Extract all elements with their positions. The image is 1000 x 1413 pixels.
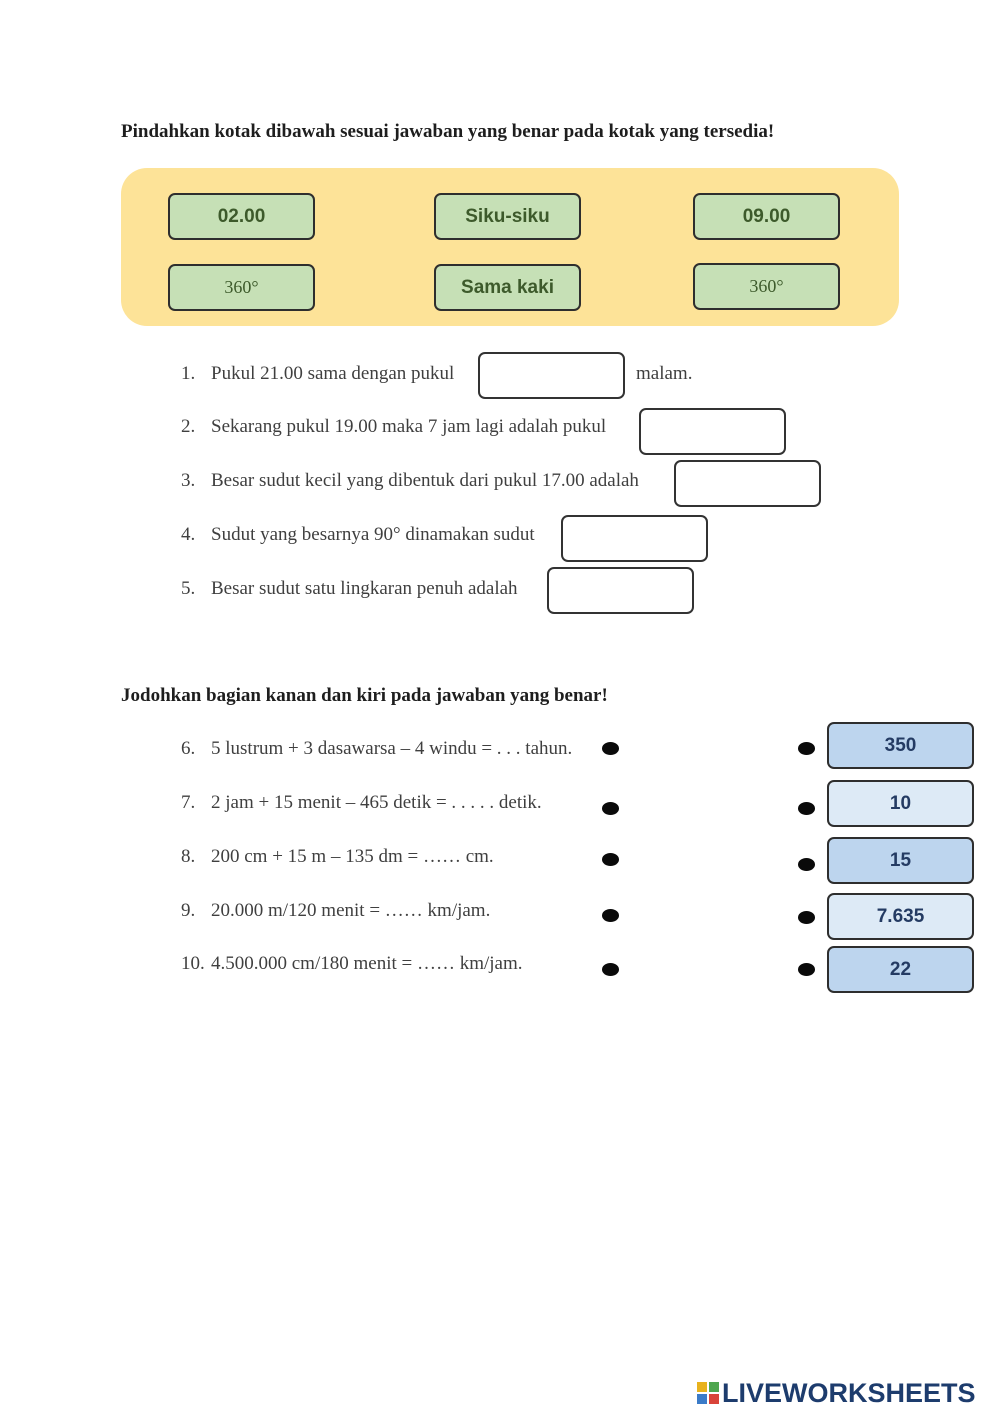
drag-chip-label: 02.00 bbox=[217, 205, 266, 227]
match-answer-label: 350 bbox=[884, 734, 917, 756]
question-text: Besar sudut kecil yang dibentuk dari puk… bbox=[211, 470, 639, 491]
right-match-dot[interactable] bbox=[798, 858, 815, 871]
drag-chip-label: Siku-siku bbox=[465, 205, 550, 227]
question-number: 10. bbox=[181, 953, 205, 974]
liveworksheets-logo-icon bbox=[697, 1382, 719, 1404]
right-match-dot[interactable] bbox=[798, 911, 815, 924]
drag-chip-label: 360° bbox=[224, 277, 259, 297]
question-number: 1. bbox=[181, 363, 196, 384]
question-4: 4. Sudut yang besarnya 90° dinamakan sudu… bbox=[181, 524, 535, 546]
match-question-8: 8. 200 cm + 15 m – 135 dm = …… cm. bbox=[181, 846, 494, 868]
match-question-10: 10. 4.500.000 cm/180 menit = …… km/jam. bbox=[181, 953, 523, 975]
question-text: 20.000 m/120 menit = …… km/jam. bbox=[211, 900, 491, 921]
question-number: 2. bbox=[181, 416, 196, 437]
question-text: 4.500.000 cm/180 menit = …… km/jam. bbox=[211, 953, 523, 974]
question-number: 3. bbox=[181, 470, 196, 491]
question-1: 1. Pukul 21.00 sama dengan pukul bbox=[181, 363, 454, 385]
instruction-drag: Pindahkan kotak dibawah sesuai jawaban y… bbox=[121, 121, 775, 142]
question-text: Sudut yang besarnya 90° dinamakan sudut bbox=[211, 524, 535, 545]
question-number: 9. bbox=[181, 900, 196, 921]
question-5: 5. Besar sudut satu lingkaran penuh adala… bbox=[181, 578, 518, 600]
drag-chip-label: 09.00 bbox=[742, 205, 791, 227]
question-number: 6. bbox=[181, 738, 196, 759]
match-question-7: 7. 2 jam + 15 menit – 465 detik = . . . .… bbox=[181, 792, 542, 814]
match-answer-2[interactable]: 10 bbox=[827, 780, 974, 827]
question-text: 2 jam + 15 menit – 465 detik = . . . . .… bbox=[211, 792, 542, 813]
drag-chip-6[interactable]: 360° bbox=[693, 263, 840, 310]
logo-text: LIVEWORKSHEETS bbox=[722, 1377, 976, 1408]
question-number: 7. bbox=[181, 792, 196, 813]
question-text: Sekarang pukul 19.00 maka 7 jam lagi ada… bbox=[211, 416, 607, 437]
question-text: Besar sudut satu lingkaran penuh adalah bbox=[211, 578, 518, 599]
drag-chip-label: 360° bbox=[749, 276, 784, 296]
question-2: 2. Sekarang pukul 19.00 maka 7 jam lagi a… bbox=[181, 416, 606, 438]
left-match-dot[interactable] bbox=[602, 742, 619, 755]
left-match-dot[interactable] bbox=[602, 802, 619, 815]
drop-box-4[interactable] bbox=[561, 515, 708, 562]
drop-box-5[interactable] bbox=[547, 567, 694, 614]
question-text: Pukul 21.00 sama dengan pukul bbox=[211, 363, 455, 384]
right-match-dot[interactable] bbox=[798, 742, 815, 755]
drop-box-3[interactable] bbox=[674, 460, 821, 507]
right-match-dot[interactable] bbox=[798, 802, 815, 815]
drop-box-1[interactable] bbox=[478, 352, 625, 399]
drag-chip-4[interactable]: 360° bbox=[168, 264, 315, 311]
question-1-suffix: malam. bbox=[636, 363, 693, 384]
match-answer-1[interactable]: 350 bbox=[827, 722, 974, 769]
drag-chip-5[interactable]: Sama kaki bbox=[434, 264, 581, 311]
drag-chip-3[interactable]: 09.00 bbox=[693, 193, 840, 240]
match-question-9: 9. 20.000 m/120 menit = …… km/jam. bbox=[181, 900, 490, 922]
drag-chip-label: Sama kaki bbox=[461, 276, 554, 298]
liveworksheets-logo[interactable]: LIVEWORKSHEETS bbox=[697, 1378, 976, 1408]
drop-box-2[interactable] bbox=[639, 408, 786, 455]
left-match-dot[interactable] bbox=[602, 853, 619, 866]
question-3: 3. Besar sudut kecil yang dibentuk dari p… bbox=[181, 470, 639, 492]
drag-chip-1[interactable]: 02.00 bbox=[168, 193, 315, 240]
match-answer-label: 22 bbox=[889, 958, 912, 980]
left-match-dot[interactable] bbox=[602, 909, 619, 922]
question-text: 200 cm + 15 m – 135 dm = …… cm. bbox=[211, 846, 494, 867]
question-number: 4. bbox=[181, 524, 196, 545]
match-answer-label: 15 bbox=[889, 849, 912, 871]
question-text: 5 lustrum + 3 dasawarsa – 4 windu = . . … bbox=[211, 738, 573, 759]
question-number: 8. bbox=[181, 846, 196, 867]
instruction-match: Jodohkan bagian kanan dan kiri pada jawa… bbox=[121, 685, 608, 706]
match-answer-3[interactable]: 15 bbox=[827, 837, 974, 884]
drag-chip-2[interactable]: Siku-siku bbox=[434, 193, 581, 240]
match-answer-label: 7.635 bbox=[876, 905, 925, 927]
match-answer-label: 10 bbox=[889, 792, 912, 814]
left-match-dot[interactable] bbox=[602, 963, 619, 976]
question-number: 5. bbox=[181, 578, 196, 599]
match-question-6: 6. 5 lustrum + 3 dasawarsa – 4 windu = . … bbox=[181, 738, 572, 760]
match-answer-5[interactable]: 22 bbox=[827, 946, 974, 993]
match-answer-4[interactable]: 7.635 bbox=[827, 893, 974, 940]
right-match-dot[interactable] bbox=[798, 963, 815, 976]
